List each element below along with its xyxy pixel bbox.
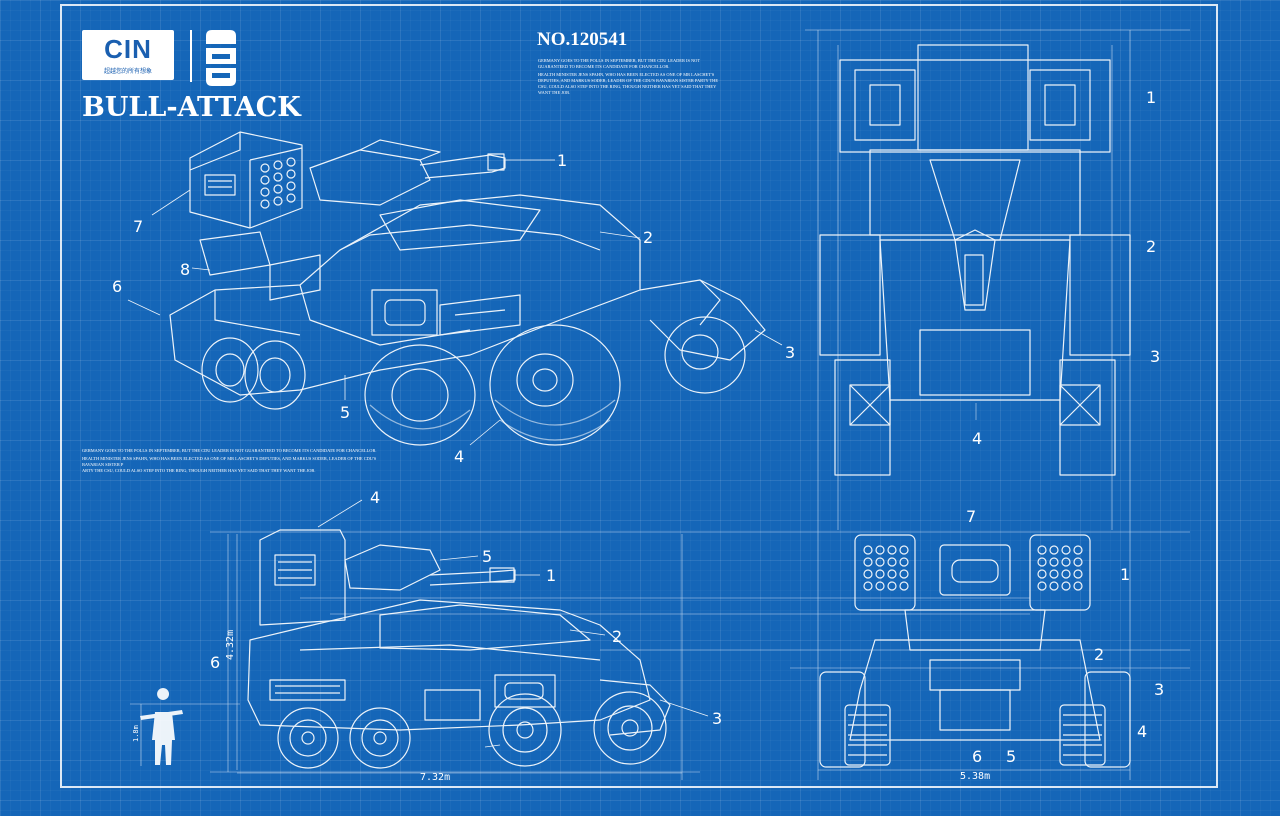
side-height-dimension: 4.32m [225, 630, 236, 660]
side-wheels [277, 691, 667, 769]
brand-mark-icon [206, 30, 236, 86]
callout-label: 3 [785, 343, 795, 362]
document-number: NO.120541 [537, 29, 628, 50]
brand-logo: CIN 超越您的所有想象 [82, 30, 174, 80]
isometric-vehicle-view [169, 131, 766, 446]
side-vehicle-view [140, 529, 671, 769]
iso-leader-lines [127, 159, 783, 446]
callout-label: 7 [966, 507, 976, 526]
front-vehicle-view [819, 534, 1131, 768]
callout-label: 2 [612, 627, 622, 646]
callout-label: 3 [1150, 347, 1160, 366]
front-missile-holes [863, 545, 1083, 591]
brand-logo-subtitle: 超越您的所有想象 [103, 69, 152, 75]
side-leader-lines [317, 499, 709, 748]
scale-human-icon [140, 688, 183, 765]
callout-label: 2 [643, 228, 653, 247]
figure-height-dimension: 1.8m [132, 725, 140, 742]
callout-label: 1 [557, 151, 567, 170]
callout-label: 5 [482, 547, 492, 566]
side-length-dimension: 7.32m [420, 772, 450, 783]
blueprint-border [60, 4, 1218, 788]
callout-label: 1 [546, 566, 556, 585]
logo-divider [190, 30, 192, 82]
front-callouts: 1 2 3 4 5 6 7 1 2 3 4 [966, 88, 1164, 766]
callout-label: 2 [1094, 645, 1104, 664]
left-notes: GERMANY GOES TO THE POLLS IN SEPTEMBER, … [82, 448, 382, 476]
top-vehicle-view [819, 44, 1131, 476]
callout-label: 5 [1006, 747, 1016, 766]
callout-label: 4 [454, 447, 464, 466]
brand-logo-text: CIN [104, 34, 152, 64]
callout-label: 3 [712, 709, 722, 728]
note-paragraph: HEALTH MINISTER JENS SPAHN, WHO HAS BEEN… [82, 456, 377, 467]
page-title: BULL-ATTACK [82, 92, 301, 123]
iso-callouts: 1 2 3 4 5 6 7 8 [112, 151, 795, 466]
callout-label: 1 [1146, 88, 1156, 107]
note-paragraph: ARTY THE CSU, COULD ALSO STEP INTO THE R… [82, 468, 316, 473]
callout-label: 5 [340, 403, 350, 422]
callout-label: 6 [210, 653, 220, 672]
callout-label: 7 [133, 217, 143, 236]
top-notes: GERMANY GOES TO THE POLLS IN SEPTEMBER, … [538, 58, 720, 98]
front-width-dimension: 5.38m [960, 771, 990, 782]
note-paragraph: GERMANY GOES TO THE POLLS IN SEPTEMBER, … [538, 58, 700, 69]
side-callouts: 1 2 3 4 5 6 [210, 488, 722, 728]
callout-label: 4 [972, 429, 982, 448]
callout-label: 4 [370, 488, 380, 507]
dimension-labels: 7.32m 4.32m 1.8m 5.38m [132, 630, 990, 783]
callout-label: 3 [1154, 680, 1164, 699]
callout-label: 2 [1146, 237, 1156, 256]
callout-label: 6 [112, 277, 122, 296]
callout-label: 1 [1120, 565, 1130, 584]
note-paragraph: HEALTH MINISTER JENS SPAHN, WHO HAS BEEN… [538, 72, 719, 95]
construction-lines [130, 29, 1190, 780]
callout-label: 6 [972, 747, 982, 766]
callout-label: 8 [180, 260, 190, 279]
note-paragraph: GERMANY GOES TO THE POLLS IN SEPTEMBER, … [82, 448, 377, 453]
iso-wheels [201, 316, 746, 446]
callout-label: 4 [1137, 722, 1147, 741]
missile-pod-holes [260, 157, 296, 209]
